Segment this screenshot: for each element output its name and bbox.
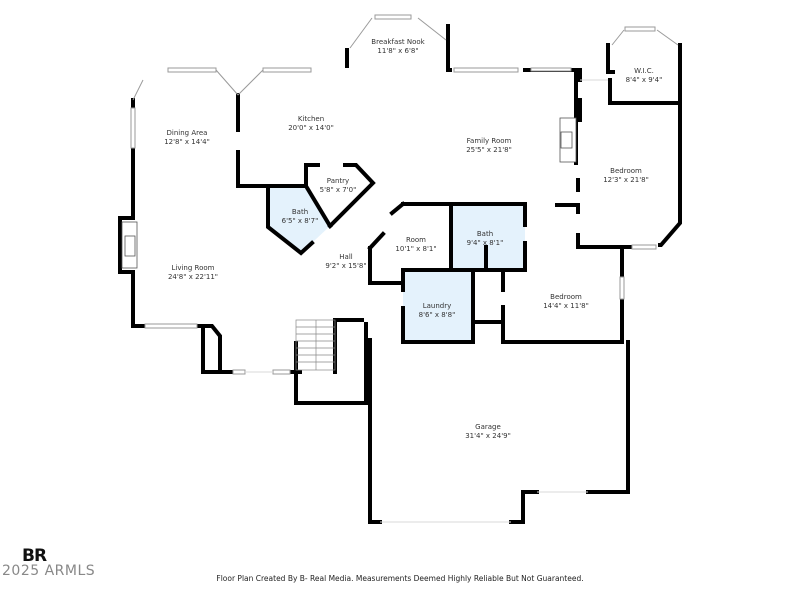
room-dims: 10'1" x 8'1" <box>395 245 437 253</box>
room-bath-full: Bath 9'4" x 8'1" <box>467 230 504 248</box>
thin-lines <box>245 79 608 523</box>
room-name: Breakfast Nook <box>371 38 425 46</box>
room-name: Family Room <box>466 137 512 145</box>
fireplace-family <box>559 117 577 163</box>
room-name: Bath <box>476 230 494 238</box>
room-dining-area: Dining Area 12'8" x 14'4" <box>164 129 210 147</box>
room-dims: 20'0" x 14'0" <box>288 124 334 132</box>
room-name: Hall <box>339 253 353 261</box>
room-dims: 11'8" x 6'8" <box>377 47 419 55</box>
room-room: Room 10'1" x 8'1" <box>395 236 436 254</box>
room-pantry: Pantry 5'8" x 7'0" <box>320 177 357 195</box>
staircase[interactable] <box>295 319 336 371</box>
room-dims: 31'4" x 24'9" <box>465 432 511 440</box>
room-family-room: Family Room 25'5" x 21'8" <box>466 137 512 155</box>
windows <box>130 14 679 375</box>
room-dims: 12'3" x 21'8" <box>603 176 649 184</box>
walls <box>118 24 682 524</box>
room-dims: 8'6" x 8'8" <box>418 311 456 319</box>
room-kitchen: Kitchen 20'0" x 14'0" <box>288 115 334 133</box>
room-bedroom-master: Bedroom 12'3" x 21'8" <box>603 167 649 185</box>
room-living-room: Living Room 24'8" x 22'11" <box>168 264 218 282</box>
room-name: Pantry <box>326 177 350 185</box>
room-name: Living Room <box>171 264 215 272</box>
room-name: W.I.C. <box>634 67 654 75</box>
room-wic: W.I.C. 8'4" x 9'4" <box>626 67 663 85</box>
room-dims: 14'4" x 11'8" <box>543 302 589 310</box>
fireplace-living <box>121 221 138 269</box>
room-dims: 6'5" x 8'7" <box>281 217 319 225</box>
room-name: Room <box>406 236 426 244</box>
room-name: Dining Area <box>166 129 208 137</box>
room-bath-half: Bath 6'5" x 8'7" <box>282 208 319 226</box>
room-name: Bedroom <box>610 167 642 175</box>
room-dims: 8'4" x 9'4" <box>625 76 663 84</box>
laundry-fill <box>403 272 473 342</box>
room-name: Kitchen <box>297 115 325 123</box>
room-dims: 5'8" x 7'0" <box>319 186 357 194</box>
room-dims: 9'2" x 15'8" <box>325 262 367 270</box>
room-dims: 12'8" x 14'4" <box>164 138 210 146</box>
room-name: Garage <box>475 423 501 431</box>
room-dims: 25'5" x 21'8" <box>466 146 512 154</box>
room-laundry: Laundry 8'6" x 8'8" <box>419 302 456 320</box>
room-dims: 24'8" x 22'11" <box>167 273 219 281</box>
room-hall: Hall 9'2" x 15'8" <box>325 253 366 271</box>
room-name: Bath <box>291 208 309 216</box>
room-name: Bedroom <box>550 293 582 301</box>
room-name: Laundry <box>422 302 452 310</box>
room-garage: Garage 31'4" x 24'9" <box>465 423 511 441</box>
room-breakfast-nook: Breakfast Nook 11'8" x 6'8" <box>371 38 424 56</box>
copyright-text: 2025 ARMLS <box>2 563 96 579</box>
footer-disclaimer: Floor Plan Created By B- Real Media. Mea… <box>216 574 584 583</box>
room-bedroom-2: Bedroom 14'4" x 11'8" <box>543 293 589 311</box>
room-dims: 9'4" x 8'1" <box>466 239 504 247</box>
brand-logo: BR <box>22 546 47 566</box>
